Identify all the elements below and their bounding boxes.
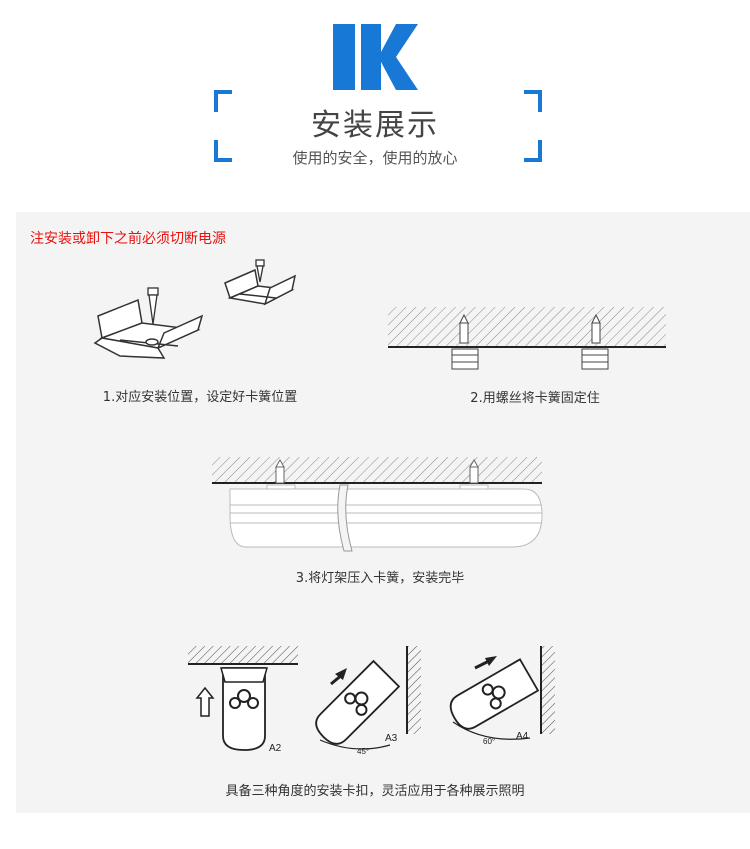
page-subtitle: 使用的安全，使用的放心 — [292, 149, 458, 167]
angle-mark-60: 60° — [483, 737, 495, 746]
step2-caption: 2.用螺丝将卡簧固定住 — [470, 391, 600, 406]
angle-mark-45: 45° — [357, 747, 369, 756]
corner-bracket-bottom-left — [214, 140, 232, 162]
header: 安装展示 使用的安全，使用的放心 — [0, 0, 750, 200]
corner-bracket-bottom-right — [524, 140, 542, 162]
ik-logo-mark — [333, 24, 418, 90]
angle-label-a2: A2 — [269, 743, 282, 754]
angle-label-a3: A3 — [385, 733, 398, 744]
step3-fixture-illustration — [212, 457, 543, 552]
step1-clip-illustration — [93, 259, 297, 359]
angle-a2-diagram — [188, 646, 298, 751]
angles-caption: 具备三种角度的安装卡扣，灵活应用于各种展示照明 — [225, 784, 525, 799]
corner-bracket-top-right — [524, 90, 542, 112]
mounting-angles-illustration: A2 A3 A4 45° 60° — [188, 646, 555, 756]
step2-ceiling-illustration — [388, 307, 666, 370]
brand-logo — [0, 24, 750, 94]
angle-a3-diagram — [315, 646, 421, 750]
step1-caption: 1.对应安装位置，设定好卡簧位置 — [102, 390, 298, 405]
power-warning: 注安装或卸下之前必须切断电源 — [30, 231, 226, 247]
angle-label-a4: A4 — [516, 731, 529, 742]
angle-a4-diagram — [449, 646, 555, 740]
corner-bracket-top-left — [214, 90, 232, 112]
step3-caption: 3.将灯架压入卡簧，安装完毕 — [295, 571, 465, 586]
page-title: 安装展示 — [311, 108, 439, 143]
